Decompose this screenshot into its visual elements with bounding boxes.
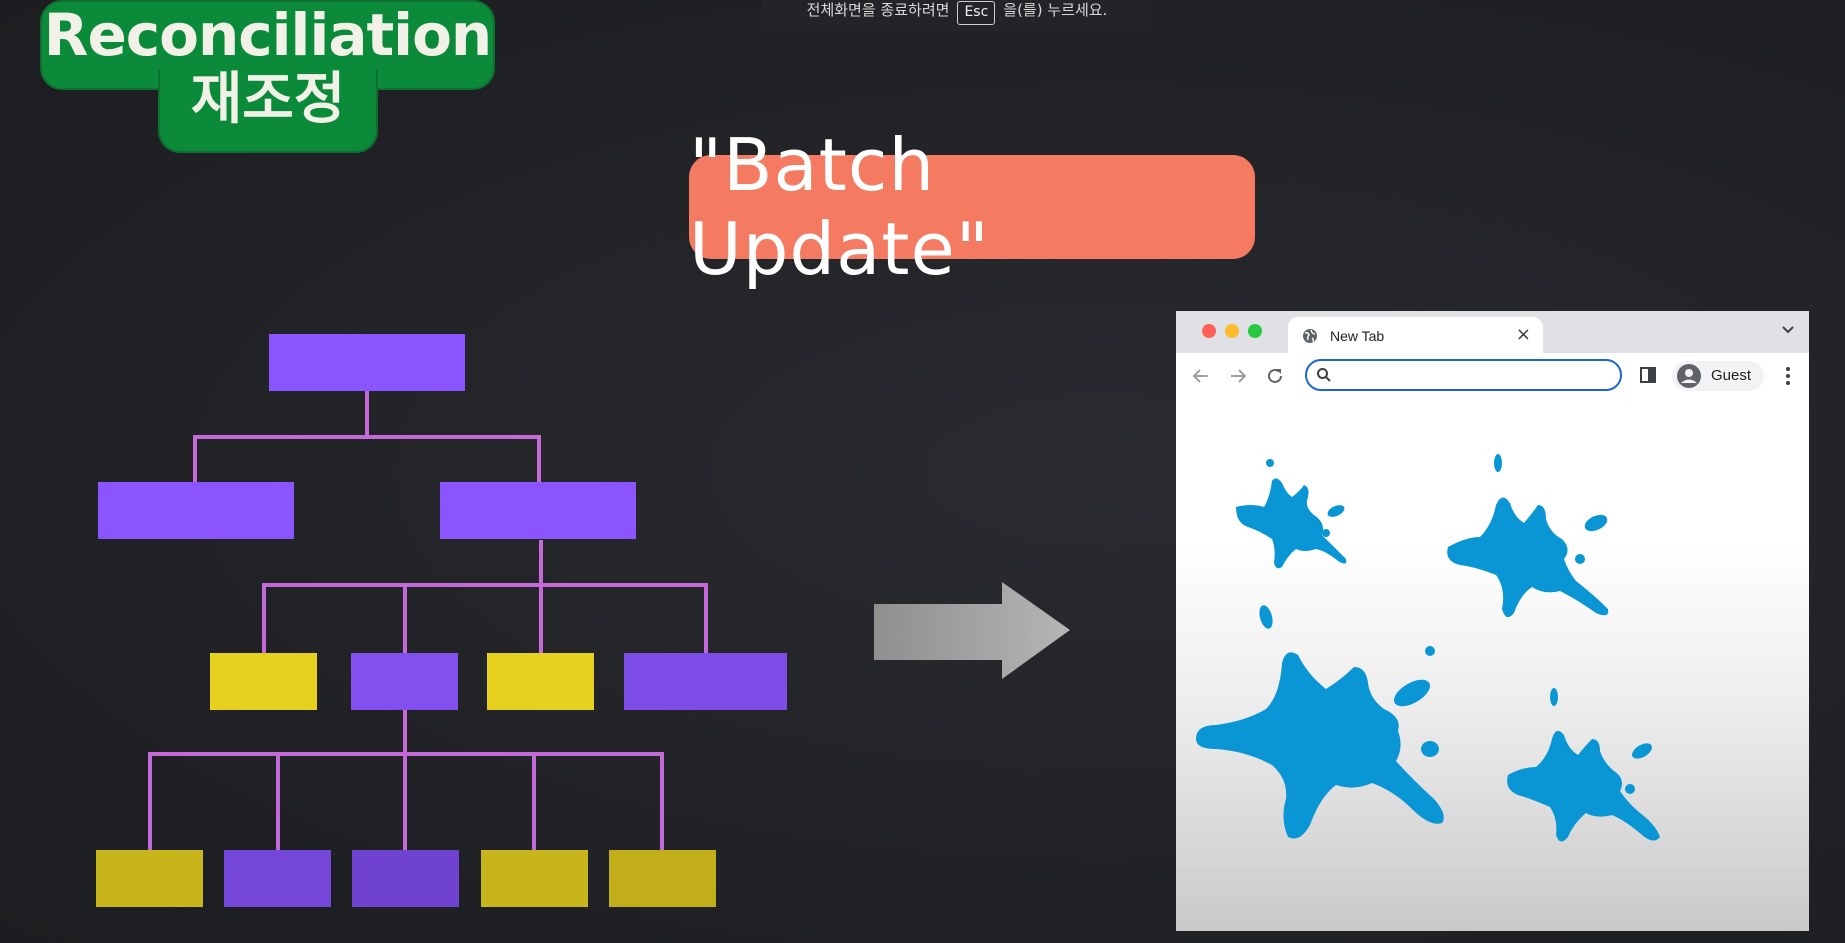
tree-node-l3-4 [624, 653, 787, 710]
tree-node-l4-4 [481, 850, 588, 907]
paint-splats [1176, 399, 1809, 931]
tree-node-l4-1 [96, 850, 203, 907]
esc-key-badge: Esc [957, 1, 995, 25]
topic-title: Reconciliation [40, 6, 495, 64]
tree-node-right [440, 482, 636, 539]
tree-node-l3-3 [487, 653, 594, 710]
profile-label: Guest [1711, 367, 1751, 384]
component-tree-diagram [0, 320, 800, 920]
address-input[interactable] [1339, 365, 1613, 387]
tree-node-l4-5 [609, 850, 716, 907]
reload-icon[interactable] [1266, 367, 1284, 385]
address-bar[interactable] [1305, 359, 1622, 391]
topic-subtitle: 재조정 [158, 72, 378, 128]
side-panel-icon[interactable] [1639, 366, 1657, 384]
tree-node-left [98, 482, 294, 539]
tree-node-root [269, 334, 465, 391]
paint-splat-top-left [1236, 459, 1346, 568]
batch-update-callout: "Batch Update" [689, 155, 1255, 259]
close-icon[interactable]: × [1516, 324, 1531, 345]
window-zoom-dot[interactable] [1248, 324, 1262, 338]
esc-hint-text-before: 전체화면을 종료하려면 [807, 3, 950, 18]
more-menu-icon[interactable] [1784, 366, 1792, 386]
topic-badge: Reconciliation 재조정 [40, 0, 495, 155]
esc-hint-text-after: 을(를) 누르세요. [1003, 3, 1107, 18]
tab-title: New Tab [1330, 328, 1384, 344]
tree-node-l4-2 [224, 850, 331, 907]
tree-edges [148, 390, 708, 850]
window-close-dot[interactable] [1202, 324, 1216, 338]
profile-button[interactable]: Guest [1672, 361, 1764, 391]
browser-window: New Tab × [1176, 311, 1809, 931]
forward-arrow-icon[interactable] [1229, 367, 1247, 385]
right-arrow-icon [870, 578, 1070, 682]
browser-titlebar: New Tab × [1176, 311, 1809, 353]
globe-icon [1302, 328, 1318, 344]
paint-splat-bottom-right [1507, 688, 1660, 842]
tab-list-chevron-icon[interactable] [1781, 323, 1795, 337]
fullscreen-exit-hint: 전체화면을 종료하려면 Esc 을(를) 누르세요. [761, 0, 1153, 31]
tree-node-l4-3 [352, 850, 459, 907]
paint-splat-top-right [1447, 454, 1610, 617]
profile-icon [1677, 364, 1701, 388]
search-icon [1316, 367, 1332, 383]
browser-toolbar: Guest [1176, 353, 1809, 399]
tree-node-l3-1 [210, 653, 317, 710]
paint-splat-bottom-left [1196, 604, 1444, 839]
tree-node-l3-2 [351, 653, 458, 710]
tab-new-tab[interactable]: New Tab × [1288, 317, 1543, 355]
back-arrow-icon[interactable] [1192, 367, 1210, 385]
window-minimize-dot[interactable] [1225, 324, 1239, 338]
